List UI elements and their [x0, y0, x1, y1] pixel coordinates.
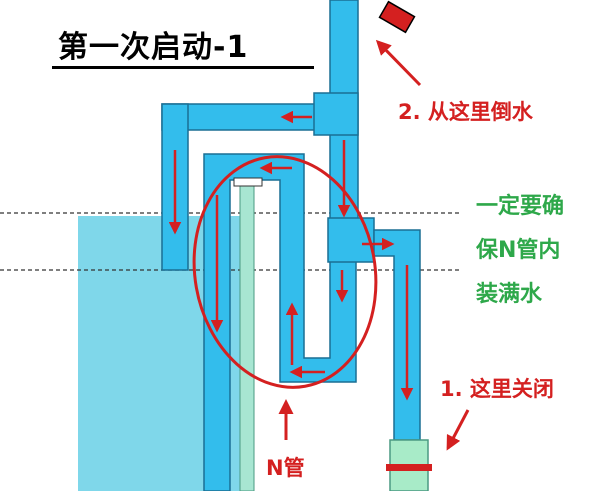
- aquarium-tank: [78, 216, 213, 491]
- pour-water-label: 2. 从这里倒水: [398, 100, 533, 124]
- flow-arrows: [168, 110, 414, 401]
- pour-water-bottle: [378, 0, 416, 34]
- close-arrow: [446, 409, 470, 451]
- valve-ring[interactable]: [386, 464, 432, 471]
- note-line-1: 一定要确: [476, 194, 565, 219]
- n-pipe-label: N管: [266, 456, 305, 480]
- pour-arrow: [375, 39, 422, 87]
- inner-tube: [239, 179, 255, 491]
- page-title: 第一次启动-1: [58, 30, 249, 65]
- n-pipe-highlight: [192, 155, 378, 389]
- upper-tee: [313, 92, 359, 136]
- note-line-2: 保N管内: [476, 238, 561, 263]
- lower-tee: [327, 217, 375, 263]
- note-line-3: 装满水: [476, 282, 543, 307]
- title-underline: [52, 66, 314, 69]
- close-here-label: 1. 这里关闭: [440, 377, 554, 401]
- outlet-pipe: [373, 229, 421, 441]
- inner-tube-cap: [233, 177, 263, 187]
